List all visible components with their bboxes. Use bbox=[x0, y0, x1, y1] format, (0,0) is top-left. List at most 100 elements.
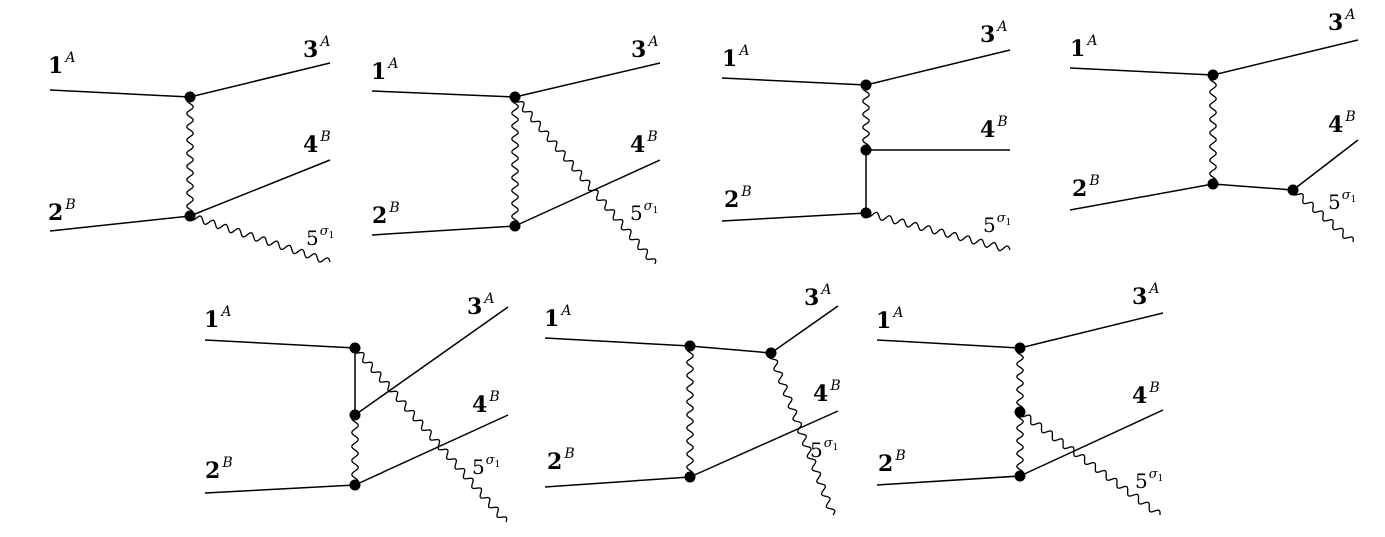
vertex-dot bbox=[684, 471, 696, 483]
line-p2 bbox=[204, 484, 356, 494]
vertex-dot bbox=[509, 91, 521, 103]
vertex-dot bbox=[1207, 178, 1219, 190]
photon-exchange-upper bbox=[1016, 347, 1024, 413]
line-p2 bbox=[49, 215, 191, 232]
internal-line bbox=[1212, 183, 1294, 191]
vertex-dot bbox=[184, 91, 196, 103]
line-p3 bbox=[865, 49, 1011, 86]
line-p3 bbox=[354, 306, 509, 416]
line-p2 bbox=[371, 225, 516, 236]
line-p1 bbox=[544, 337, 691, 347]
vertex-dot bbox=[1287, 184, 1299, 196]
photon-exchange bbox=[186, 96, 194, 217]
line-p4 bbox=[1292, 139, 1359, 191]
vertex-dot bbox=[184, 210, 196, 222]
line-p1 bbox=[721, 77, 867, 86]
photon-p5 bbox=[353, 347, 508, 523]
line-p2 bbox=[721, 212, 867, 222]
vertex-dot bbox=[349, 409, 361, 421]
line-p1 bbox=[371, 90, 516, 98]
vertex-dot bbox=[1014, 406, 1026, 418]
photon-exchange bbox=[862, 84, 870, 151]
label-p5: 5σ1 bbox=[630, 199, 658, 225]
line-p3 bbox=[770, 305, 839, 354]
line-p3 bbox=[1019, 312, 1164, 349]
line-p2 bbox=[876, 475, 1021, 486]
line-p4 bbox=[354, 414, 509, 486]
vertex-dot bbox=[349, 479, 361, 491]
vertex-dot bbox=[860, 79, 872, 91]
label-p5: 5σ1 bbox=[1135, 467, 1163, 493]
photon-p5 bbox=[1019, 411, 1161, 516]
line-p2 bbox=[1069, 183, 1214, 211]
line-p1 bbox=[1069, 67, 1214, 76]
photon-p5 bbox=[768, 352, 836, 516]
line-p1 bbox=[49, 89, 191, 98]
line-p4 bbox=[1019, 409, 1164, 477]
vertex-dot bbox=[860, 144, 872, 156]
vertex-dot bbox=[684, 340, 696, 352]
line-p3 bbox=[1212, 39, 1359, 76]
vertex-dot bbox=[509, 220, 521, 232]
line-p4 bbox=[189, 159, 331, 217]
vertex-dot bbox=[765, 347, 777, 359]
photon-exchange bbox=[1209, 74, 1217, 185]
photon-exchange bbox=[351, 414, 359, 486]
photon-p5 bbox=[189, 215, 331, 263]
label-p5: 5σ1 bbox=[472, 453, 500, 479]
line-p1 bbox=[204, 339, 356, 349]
line-p3 bbox=[514, 62, 661, 98]
photon-p5 bbox=[513, 96, 657, 265]
photon-p5 bbox=[865, 211, 1011, 252]
vertex-dot bbox=[349, 342, 361, 354]
photon-exchange bbox=[511, 96, 519, 227]
line-p4 bbox=[689, 410, 839, 478]
line-p2 bbox=[544, 476, 691, 488]
photon-exchange-lower bbox=[1016, 411, 1024, 477]
vertex-dot bbox=[1207, 69, 1219, 81]
label-p5: 5σ1 bbox=[983, 211, 1011, 237]
label-p5: 5σ1 bbox=[1328, 188, 1356, 214]
line-p1 bbox=[876, 339, 1021, 349]
label-p5: 5σ1 bbox=[810, 436, 838, 462]
vertex-dot bbox=[1014, 342, 1026, 354]
vertex-dot bbox=[860, 207, 872, 219]
line-p3 bbox=[189, 62, 331, 98]
photon-exchange bbox=[686, 345, 694, 478]
